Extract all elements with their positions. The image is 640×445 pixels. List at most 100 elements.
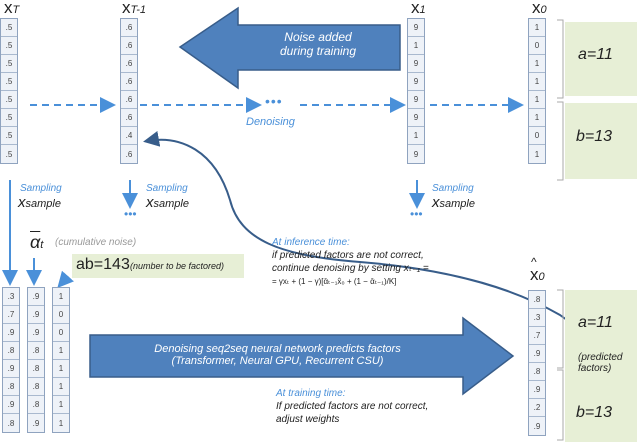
vector-cell: 1 — [53, 396, 69, 414]
vector-cell: .5 — [5, 149, 13, 159]
training-line2: adjust weights — [276, 414, 340, 425]
result-box — [565, 290, 637, 442]
ellipsis-1: ••• — [124, 207, 137, 221]
vector-cell: .6 — [121, 55, 137, 73]
vector-cell: .6 — [121, 73, 137, 91]
vector-cell: .8 — [529, 291, 545, 309]
vector-cell: .8 — [28, 396, 44, 414]
vector-cell: 9 — [408, 109, 424, 127]
ab-arrow — [57, 270, 74, 288]
ab-value: ab=143 — [76, 256, 130, 273]
vector-cell: 0 — [529, 127, 545, 145]
vector-cell: 1 — [408, 37, 424, 55]
vector-cell: .6 — [121, 19, 137, 37]
vector-cell: .8 — [28, 360, 44, 378]
vector-cell: 1 — [529, 55, 545, 73]
vector-cell: 9 — [408, 19, 424, 37]
vector-cell: 1 — [53, 378, 69, 396]
training-line1: If predicted factors are not correct, — [276, 401, 429, 412]
bracket-b-top — [557, 101, 564, 181]
b-label-top: b=13 — [576, 128, 613, 145]
vector-cell: .9 — [28, 324, 44, 342]
ellipsis-2: ••• — [410, 207, 423, 221]
vector-cell: 1 — [53, 288, 69, 306]
vector-cell: 1 — [53, 342, 69, 360]
sampling-label-1: Sampling — [20, 183, 62, 194]
vector-cell: 1 — [529, 91, 545, 109]
sampling-label-2: Sampling — [146, 183, 188, 194]
vector-cell: .9 — [32, 418, 40, 428]
alpha-symbol: αt — [30, 232, 44, 252]
vector-cell: .8 — [7, 418, 15, 428]
a-label-bottom: a=11 — [578, 314, 613, 331]
vector-cell: 0 — [53, 306, 69, 324]
ab-box — [72, 254, 244, 278]
vector-cell: .6 — [121, 91, 137, 109]
label-x0-hat: ^x0 — [530, 255, 545, 284]
vector-cell: .9 — [3, 360, 19, 378]
noise-arrow — [178, 6, 401, 90]
vector-cell: 9 — [408, 73, 424, 91]
vector-cell: 1 — [534, 149, 540, 159]
vector-cell: .9 — [3, 324, 19, 342]
bracket-a-bottom — [557, 289, 564, 369]
predicted-note: (predicted factors) — [578, 352, 623, 374]
vector-cell: .9 — [28, 306, 44, 324]
denoising-dots: ••• — [265, 93, 283, 109]
vector-xT-1: .6.6.6.6.6.6.4.6 — [120, 18, 138, 164]
vector-cell: .5 — [1, 109, 17, 127]
vector-input-2: .9.9.9.8.8.8.8.9 — [27, 287, 45, 433]
vector-cell: .3 — [3, 288, 19, 306]
vector-cell: .5 — [1, 127, 17, 145]
seq2seq-arrow — [89, 316, 515, 396]
vector-x0-hat: .8.3.7.9.8.9.2.9 — [528, 290, 546, 436]
sampling-label-3: Sampling — [432, 183, 474, 194]
vector-cell: .8 — [3, 342, 19, 360]
vector-cell: .8 — [28, 378, 44, 396]
training-head: At training time: — [276, 388, 346, 399]
vector-cell: .6 — [121, 109, 137, 127]
a-box-top — [565, 22, 637, 96]
vector-cell: .8 — [3, 378, 19, 396]
label-x1: x1 — [411, 0, 426, 17]
vector-xT: .5.5.5.5.5.5.5.5 — [0, 18, 18, 164]
sampling-x-2: xsample — [146, 194, 189, 211]
vector-input-1: .3.7.9.8.9.8.9.8 — [2, 287, 20, 433]
vector-cell: .9 — [529, 345, 545, 363]
b-box-top — [565, 103, 637, 179]
vector-cell: 9 — [408, 55, 424, 73]
a-label-top: a=11 — [578, 46, 613, 63]
vector-cell: .6 — [121, 37, 137, 55]
b-label-bottom: b=13 — [576, 404, 613, 421]
ab-note: (number to be factored) — [130, 261, 225, 271]
vector-cell: .4 — [121, 127, 137, 145]
vector-cell: 1 — [58, 418, 64, 428]
denoising-label: Denoising — [246, 116, 295, 128]
label-xT-1: xT-1 — [122, 0, 146, 17]
seq2seq-arrow-text: Denoising seq2seq neural network predict… — [154, 343, 401, 367]
vector-cell: 9 — [413, 149, 419, 159]
bracket-b-bottom — [557, 369, 564, 441]
vector-cell: .5 — [1, 19, 17, 37]
vector-cell: .2 — [529, 399, 545, 417]
inference-formula: = γxₜ + (1 − γ)[ᾱₜ₋₁x̂₀ + (1 − ᾱₜ₋₁)/K] — [272, 277, 397, 286]
vector-cell: .8 — [529, 363, 545, 381]
inference-head: At inference time: — [272, 237, 350, 248]
vector-cell: .5 — [1, 55, 17, 73]
vector-cell: .8 — [28, 342, 44, 360]
vector-cell: 1 — [408, 127, 424, 145]
vector-cell: .6 — [125, 149, 133, 159]
vector-cell: .5 — [1, 73, 17, 91]
vector-cell: .9 — [3, 396, 19, 414]
vector-cell: 1 — [529, 73, 545, 91]
alpha-note: (cumulative noise) — [55, 237, 137, 248]
vector-cell: 0 — [53, 324, 69, 342]
sampling-x-1: xsample — [18, 194, 61, 211]
vector-cell: 1 — [529, 109, 545, 127]
vector-cell: .7 — [3, 306, 19, 324]
vector-cell: 9 — [408, 91, 424, 109]
vector-cell: .7 — [529, 327, 545, 345]
